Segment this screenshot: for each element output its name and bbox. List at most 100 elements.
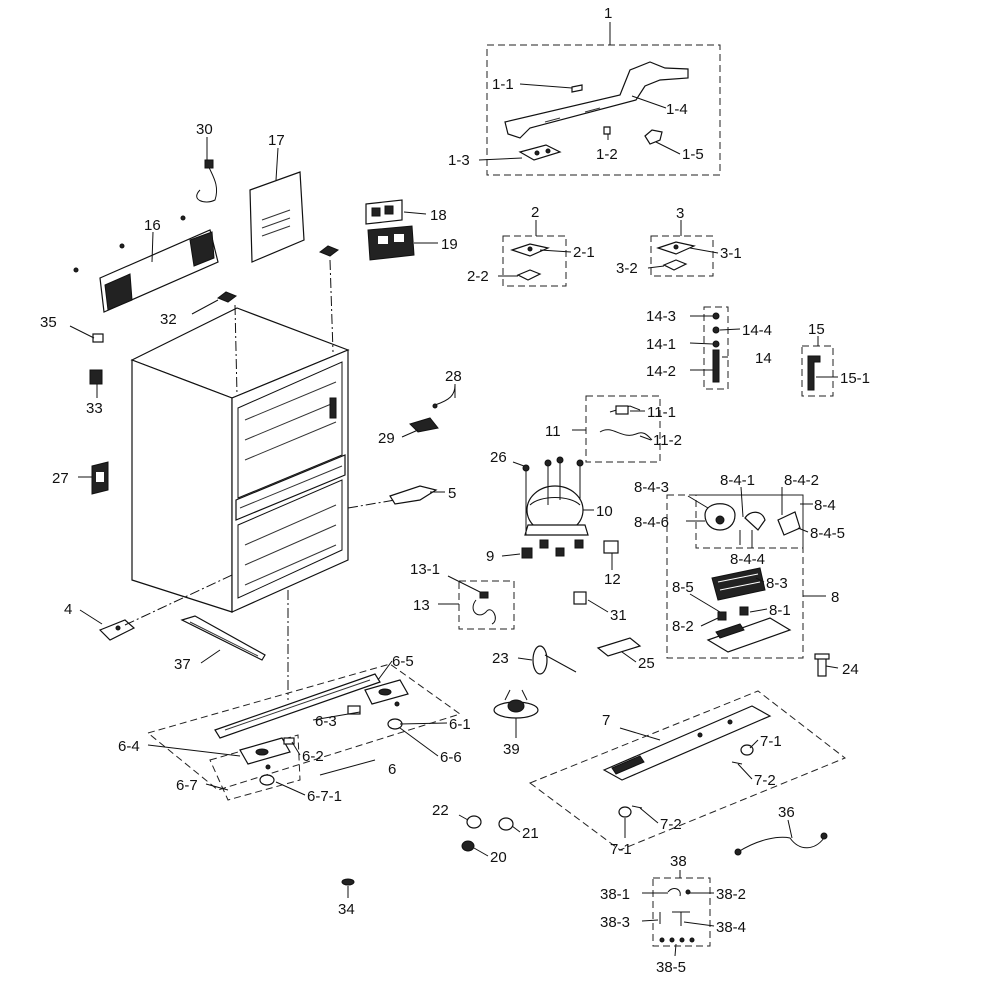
part-17-cover-panel: [249, 171, 305, 263]
part-36-wire: [734, 832, 828, 856]
label-13-1: 13-1: [410, 561, 440, 578]
box-13: [458, 580, 515, 630]
label-23: 23: [492, 650, 509, 667]
label-14-3: 14-3: [646, 308, 676, 325]
part-2-hinge: [510, 243, 550, 281]
label-2-2: 2-2: [467, 268, 489, 285]
label-25: 25: [638, 655, 655, 672]
label-12: 12: [604, 571, 621, 588]
label-18: 18: [430, 207, 447, 224]
box-15: [801, 345, 834, 397]
label-1-5: 1-5: [682, 146, 704, 163]
box-8-4: [695, 494, 804, 549]
part-19-main-board: [367, 225, 415, 261]
label-5: 5: [448, 485, 456, 502]
part-13-wire: [472, 591, 496, 625]
label-26: 26: [490, 449, 507, 466]
label-38-5: 38-5: [656, 959, 686, 976]
label-13: 13: [413, 597, 430, 614]
label-15: 15: [808, 321, 825, 338]
label-38-2: 38-2: [716, 886, 746, 903]
label-22: 22: [432, 802, 449, 819]
label-3-2: 3-2: [616, 260, 638, 277]
label-4: 4: [64, 601, 72, 618]
box-2: [502, 235, 567, 287]
box-6: [146, 663, 462, 791]
label-38-3: 38-3: [600, 914, 630, 931]
part-5-bracket: [389, 485, 438, 505]
label-28: 28: [445, 368, 462, 385]
label-14-4: 14-4: [742, 322, 772, 339]
box-11: [585, 395, 661, 463]
part-33-clip: [89, 369, 103, 385]
part-30-power-cord: [196, 159, 218, 203]
label-8-4-6: 8-4-6: [634, 514, 669, 531]
part-number-labels: 1 1-1 1-4 1-2 1-5 1-3 2 2-1 2-2 3 3-1 3-…: [40, 5, 870, 976]
label-6-2: 6-2: [302, 748, 324, 765]
label-7-1-right: 7-1: [760, 733, 782, 750]
label-6-6: 6-6: [440, 749, 462, 766]
part-34-foot: [341, 878, 355, 886]
label-6: 6: [388, 761, 396, 778]
label-30: 30: [196, 121, 213, 138]
label-2: 2: [531, 204, 539, 221]
label-10: 10: [596, 503, 613, 520]
label-32: 32: [160, 311, 177, 328]
label-3: 3: [676, 205, 684, 222]
label-19: 19: [441, 236, 458, 253]
label-38: 38: [670, 853, 687, 870]
label-37: 37: [174, 656, 191, 673]
label-6-1: 6-1: [449, 716, 471, 733]
label-8-4: 8-4: [814, 497, 836, 514]
label-1-1: 1-1: [492, 76, 514, 93]
box-14: [703, 306, 729, 390]
label-36: 36: [778, 804, 795, 821]
label-2-1: 2-1: [573, 244, 595, 261]
label-1-2: 1-2: [596, 146, 618, 163]
part-18-control-board: [365, 199, 403, 225]
label-3-1: 3-1: [720, 245, 742, 262]
part-29-holder: [409, 417, 439, 433]
label-15-1: 15-1: [840, 370, 870, 387]
label-8-1: 8-1: [769, 602, 791, 619]
label-14: 14: [755, 350, 772, 367]
label-27: 27: [52, 470, 69, 487]
part-38-kit: [659, 888, 695, 943]
part-32-clip: [216, 291, 238, 303]
part-10-compressor: [521, 456, 589, 559]
label-39: 39: [503, 741, 520, 758]
label-6-7: 6-7: [176, 777, 198, 794]
part-35-small-cap: [92, 333, 104, 343]
label-14-1: 14-1: [646, 336, 676, 353]
label-38-4: 38-4: [716, 919, 746, 936]
label-21: 21: [522, 825, 539, 842]
label-33: 33: [86, 400, 103, 417]
part-3-hinge: [656, 241, 696, 271]
label-6-3: 6-3: [315, 713, 337, 730]
label-14-2: 14-2: [646, 363, 676, 380]
part-22-21-20-caps: [461, 815, 514, 852]
label-8: 8: [831, 589, 839, 606]
part-27-bracket: [91, 461, 109, 495]
part-12-relay: [603, 540, 619, 554]
label-1-3: 1-3: [448, 152, 470, 169]
part-23-valve: [532, 645, 577, 675]
label-7-2-right: 7-2: [754, 772, 776, 789]
box-7: [528, 690, 846, 851]
part-11-harness: [599, 405, 653, 441]
label-11: 11: [545, 423, 561, 440]
part-1-top-bracket: [504, 61, 689, 161]
label-8-5: 8-5: [672, 579, 694, 596]
label-8-3: 8-3: [766, 575, 788, 592]
part-8-fan-assembly: [704, 503, 801, 653]
label-7-2-left: 7-2: [660, 816, 682, 833]
part-37-rail: [180, 615, 266, 661]
box-38: [652, 877, 711, 947]
label-35: 35: [40, 314, 57, 331]
label-24: 24: [842, 661, 859, 678]
box-8: [666, 494, 804, 659]
leader-lines: [69, 22, 839, 957]
label-9: 9: [486, 548, 494, 565]
center-lines: [124, 259, 396, 700]
